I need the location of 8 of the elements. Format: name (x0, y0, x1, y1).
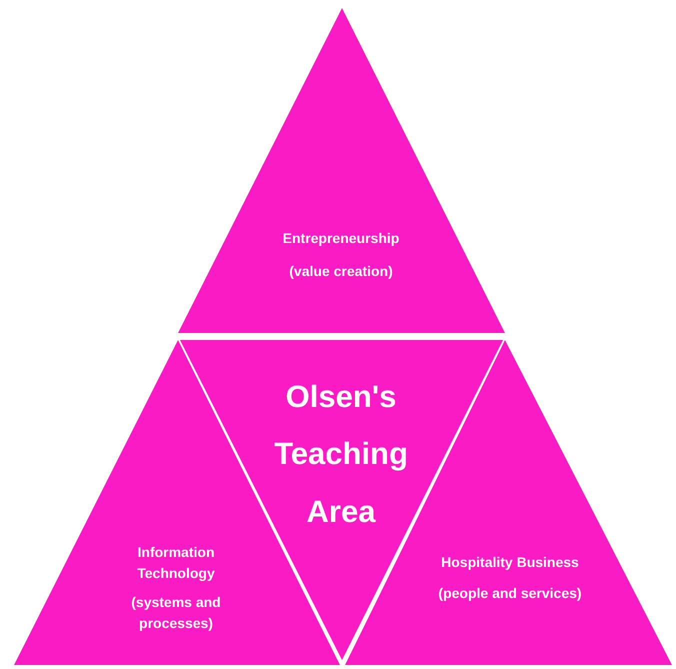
panel-subtitle: (people and services) (437, 584, 583, 603)
panel-heading: Entrepreneurship (282, 229, 400, 248)
panel-heading: Olsen's Teaching Area (273, 378, 409, 531)
panel-subtitle: (systems and processes) (130, 593, 222, 633)
panel-heading: Information Technology (136, 543, 216, 583)
panel-heading: Hospitality Business (440, 553, 580, 572)
triangle-panel (178, 8, 505, 333)
panel-subtitle: (value creation) (288, 262, 394, 281)
